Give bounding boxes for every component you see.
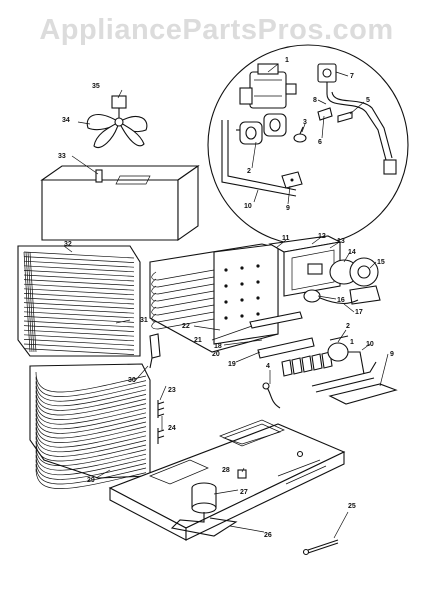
panel-11 — [213, 243, 279, 345]
callout-7: 7 — [350, 73, 354, 80]
callout-22: 22 — [182, 323, 190, 330]
callout-17: 17 — [355, 309, 363, 316]
callout-13: 13 — [337, 238, 345, 245]
heat-exchanger — [149, 243, 279, 353]
combustion-blower — [329, 257, 381, 305]
callout-29: 29 — [87, 477, 95, 484]
callout-16: 16 — [337, 297, 345, 304]
callout-15: 15 — [377, 259, 385, 266]
orifice-bracket — [281, 171, 303, 189]
fan-motor — [111, 95, 127, 109]
callout-2: 2 — [247, 168, 251, 175]
evaporator-coil — [29, 363, 151, 489]
callout-9: 9 — [286, 205, 290, 212]
clip-5 — [337, 111, 353, 123]
callout-35: 35 — [92, 83, 100, 90]
callout-33: 33 — [58, 153, 66, 160]
callout-34: 34 — [62, 117, 70, 124]
wire-harness — [265, 385, 281, 409]
condenser-coil — [17, 245, 141, 357]
screw-part-25 — [302, 539, 339, 556]
watermark-text: AppliancePartsPros.com — [39, 14, 394, 46]
pressure-switch — [303, 289, 359, 305]
base-pan — [108, 419, 346, 541]
thermocouple-tube — [326, 93, 391, 171]
gas-valve-lower — [327, 335, 365, 375]
callout-30: 30 — [128, 377, 136, 384]
callout-lower-1: 1 — [350, 339, 354, 346]
callout-lower-9: 9 — [390, 351, 394, 358]
burner-shield — [268, 235, 342, 297]
leader-lines — [63, 63, 389, 539]
callout-labels: 1 2 3 5 6 7 8 9 10 11 12 13 14 15 16 17 … — [58, 57, 394, 539]
callout-11: 11 — [282, 235, 290, 242]
callout-21: 21 — [194, 337, 202, 344]
lower-manifold-bracket — [311, 361, 398, 405]
callout-lower-2: 2 — [346, 323, 350, 330]
callout-6: 6 — [318, 139, 322, 146]
callout-25: 25 — [348, 503, 356, 510]
callout-14: 14 — [348, 249, 356, 256]
callout-lower-4: 4 — [266, 363, 270, 370]
callout-27: 27 — [240, 489, 248, 496]
callout-24: 24 — [168, 425, 176, 432]
callout-20: 20 — [212, 351, 220, 358]
callout-10: 10 — [244, 203, 252, 210]
callout-18: 18 — [214, 343, 222, 350]
callout-8: 8 — [313, 97, 317, 104]
callout-32: 32 — [64, 241, 72, 248]
fitting-3 — [293, 126, 307, 143]
bracket-6 — [317, 107, 333, 121]
solenoid-coil — [236, 113, 287, 145]
detail-circle — [207, 44, 409, 246]
callout-1: 1 — [285, 57, 289, 64]
callout-31: 31 — [140, 317, 148, 324]
ignitor — [317, 63, 337, 94]
manifold-pipe — [221, 120, 297, 197]
cabinet-top — [40, 164, 200, 242]
callout-3: 3 — [303, 119, 307, 126]
callout-19: 19 — [228, 361, 236, 368]
part-28 — [237, 469, 247, 479]
callout-28: 28 — [222, 467, 230, 474]
burner-manifold — [249, 311, 333, 377]
callout-12: 12 — [318, 233, 326, 240]
callout-23: 23 — [168, 387, 176, 394]
coil-brackets — [157, 400, 165, 444]
gas-valve — [239, 63, 297, 109]
fan-assembly — [86, 95, 148, 148]
callout-5: 5 — [366, 97, 370, 104]
gas-valve-detail-callout — [207, 44, 409, 246]
drain-part — [149, 333, 161, 369]
drain-pump — [170, 469, 247, 537]
callout-lower-10: 10 — [366, 341, 374, 348]
callout-26: 26 — [264, 532, 272, 539]
